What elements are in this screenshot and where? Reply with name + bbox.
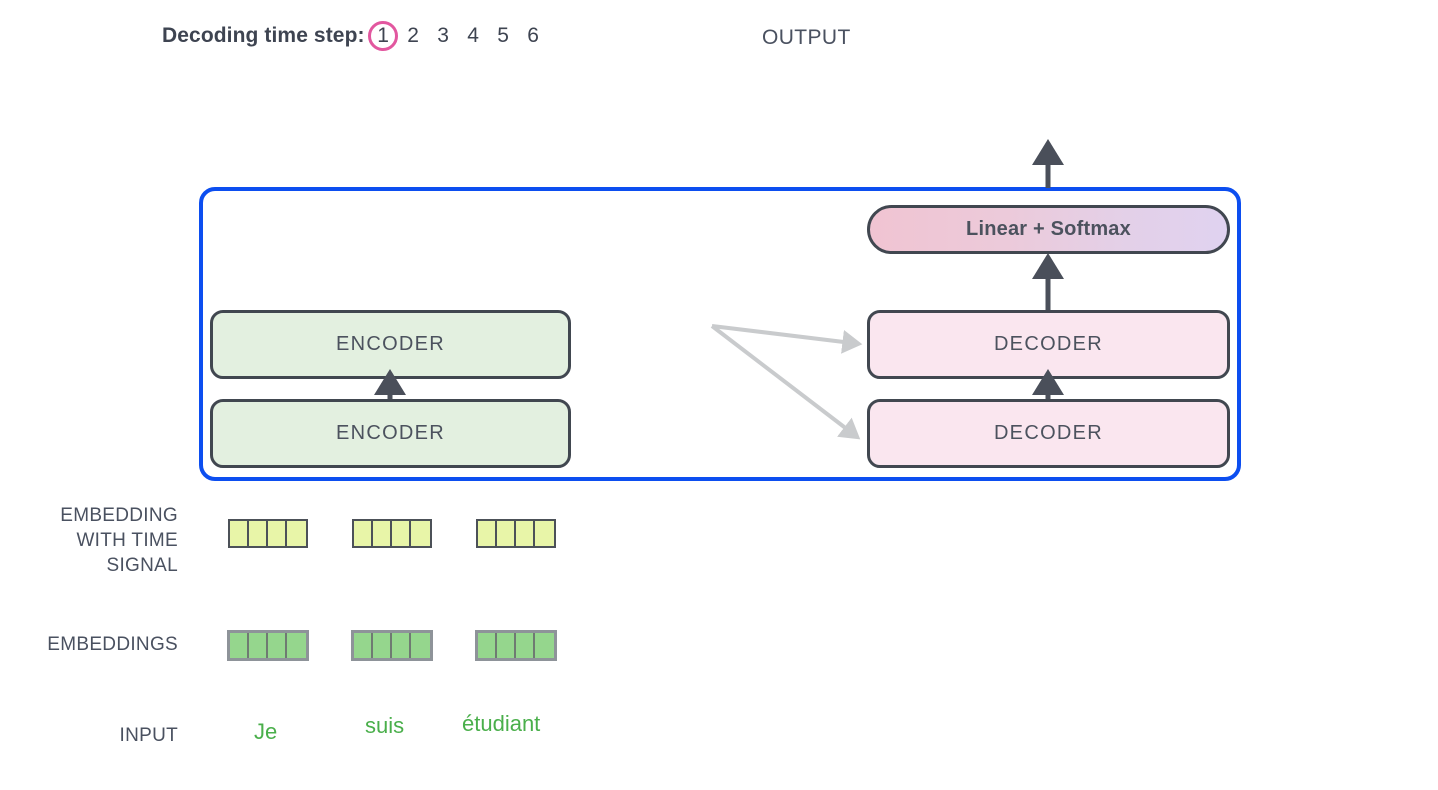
vector-cell: [516, 521, 535, 546]
vector-cell: [411, 633, 430, 658]
vector-cell: [497, 521, 516, 546]
row-label-line-3: SIGNAL: [106, 555, 178, 576]
vector-cell: [268, 521, 287, 546]
timestep-option-2[interactable]: 2: [407, 24, 419, 47]
row-label-line-2: WITH TIME: [76, 530, 178, 551]
vector-cell: [535, 521, 554, 546]
decoding-timestep-bar: Decoding time step: 1 2 3 4 5 6: [162, 19, 542, 53]
embedding-vector-2: [351, 630, 433, 661]
vector-cell: [354, 633, 373, 658]
vector-cell: [411, 521, 430, 546]
vector-cell: [478, 633, 497, 658]
timestep-option-1[interactable]: 1: [368, 21, 399, 51]
timestep-option-5[interactable]: 5: [497, 24, 509, 47]
timestep-option-3[interactable]: 3: [437, 24, 449, 47]
embedding-vector-1: [227, 630, 309, 661]
vector-cell: [497, 633, 516, 658]
row-label-embedding-with-time-signal: EMBEDDING WITH TIME SIGNAL: [0, 503, 178, 578]
vector-cell: [230, 521, 249, 546]
vector-cell: [354, 521, 373, 546]
linear-softmax-block[interactable]: Linear + Softmax: [867, 205, 1230, 254]
decoder-block-bottom[interactable]: DECODER: [867, 399, 1230, 468]
decoding-timestep-label: Decoding time step:: [162, 24, 365, 47]
vector-cell: [373, 521, 392, 546]
active-step-ring-icon: [368, 21, 399, 51]
vector-cell: [287, 521, 306, 546]
vector-cell: [268, 633, 287, 658]
vector-cell: [478, 521, 497, 546]
output-label: OUTPUT: [762, 26, 851, 49]
time-signal-vector-3: [476, 519, 556, 548]
vector-cell: [516, 633, 535, 658]
input-word-1: Je: [254, 719, 278, 744]
vector-cell: [392, 521, 411, 546]
vector-cell: [373, 633, 392, 658]
vector-cell: [535, 633, 554, 658]
encoder-block-top[interactable]: ENCODER: [210, 310, 571, 379]
input-word-3: étudiant: [462, 711, 541, 736]
vector-cell: [287, 633, 306, 658]
timestep-option-4[interactable]: 4: [467, 24, 479, 47]
vector-cell: [230, 633, 249, 658]
row-label-input: INPUT: [119, 725, 178, 746]
row-label-embeddings: EMBEDDINGS: [47, 634, 178, 655]
embedding-vector-3: [475, 630, 557, 661]
decoder-block-top[interactable]: DECODER: [867, 310, 1230, 379]
row-label-line-1: EMBEDDING: [60, 505, 178, 526]
time-signal-vector-1: [228, 519, 308, 548]
vector-cell: [249, 521, 268, 546]
timestep-option-6[interactable]: 6: [527, 24, 539, 47]
vector-cell: [392, 633, 411, 658]
time-signal-vector-2: [352, 519, 432, 548]
vector-cell: [249, 633, 268, 658]
input-word-2: suis: [365, 713, 405, 738]
encoder-block-bottom[interactable]: ENCODER: [210, 399, 571, 468]
